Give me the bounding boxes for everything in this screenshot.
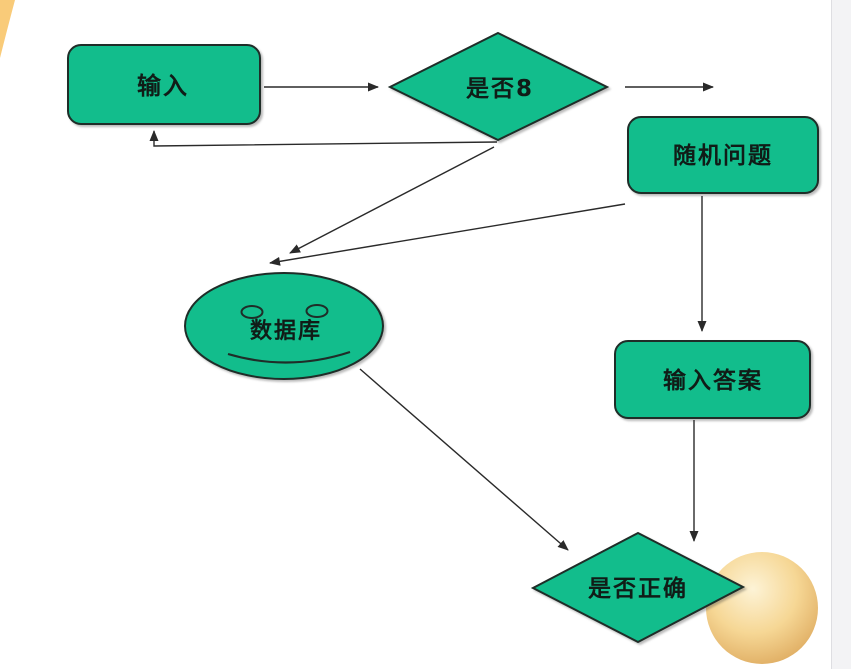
edge-random-question-to-database [269, 203, 626, 266]
node-is-correct-label: 是否正确 [588, 576, 688, 602]
edge-database-to-is-correct [359, 368, 569, 551]
node-random-question-box [627, 116, 819, 194]
node-shapes [67, 31, 819, 644]
node-labels: 输入 是否8 随机问题 数据库 输入答案 是否正确 [137, 72, 773, 602]
node-answer-input-box [614, 340, 811, 419]
smiley-left-eye [240, 305, 264, 319]
node-input-box [67, 44, 261, 125]
right-margin [832, 0, 851, 669]
node-answer-input-label: 输入答案 [663, 367, 763, 394]
node-is8-label: 是否8 [466, 76, 534, 102]
node-shape-group [67, 31, 819, 644]
node-input-label: 输入 [137, 72, 189, 100]
node-random-question-label: 随机问题 [673, 142, 773, 169]
edge-is8-feedback-to-input [149, 130, 498, 147]
smiley-right-eye [305, 304, 329, 318]
smiley-smile [227, 350, 351, 364]
corner-wedge-decoration [0, 0, 15, 58]
node-database-label: 数据库 [250, 318, 322, 344]
sphere-decoration [706, 552, 818, 664]
node-is8-diamond [387, 31, 610, 142]
edge-is8-to-database [289, 146, 495, 254]
edge-arrows [149, 82, 714, 551]
node-database-ellipse [184, 272, 384, 380]
node-is-correct-diamond [530, 531, 746, 644]
